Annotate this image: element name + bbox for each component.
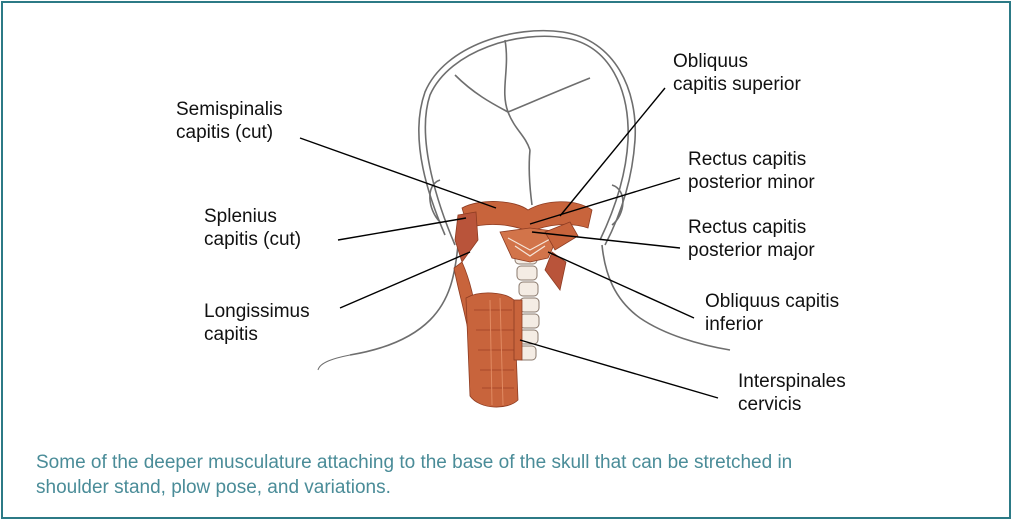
label-line: Splenius: [204, 205, 301, 228]
label-line: inferior: [705, 313, 839, 336]
label-line: posterior minor: [688, 171, 815, 194]
label-line: capitis superior: [673, 73, 801, 96]
caption-line: shoulder stand, plow pose, and variation…: [36, 475, 976, 500]
leader-splenius: [338, 218, 466, 240]
leader-longissimus: [340, 252, 470, 308]
label-line: cervicis: [738, 393, 846, 416]
label-longissimus-capitis: Longissimus capitis: [204, 300, 310, 346]
label-rectus-capitis-posterior-major: Rectus capitis posterior major: [688, 216, 815, 262]
caption-line: Some of the deeper musculature attaching…: [36, 450, 976, 475]
label-line: Semispinalis: [176, 98, 283, 121]
figure-caption: Some of the deeper musculature attaching…: [36, 450, 976, 500]
label-semispinalis-capitis: Semispinalis capitis (cut): [176, 98, 283, 144]
leader-obliquus-superior: [560, 88, 665, 216]
label-rectus-capitis-posterior-minor: Rectus capitis posterior minor: [688, 148, 815, 194]
leader-interspinales: [520, 340, 718, 398]
label-line: Rectus capitis: [688, 216, 815, 239]
label-line: Rectus capitis: [688, 148, 815, 171]
label-line: capitis (cut): [176, 121, 283, 144]
label-line: Obliquus capitis: [705, 290, 839, 313]
label-line: Obliquus: [673, 50, 801, 73]
label-interspinales-cervicis: Interspinales cervicis: [738, 370, 846, 416]
label-splenius-capitis: Splenius capitis (cut): [204, 205, 301, 251]
label-line: Longissimus: [204, 300, 310, 323]
label-line: Interspinales: [738, 370, 846, 393]
label-line: capitis (cut): [204, 228, 301, 251]
leader-rectus-minor: [530, 178, 680, 224]
leader-semispinalis: [300, 138, 496, 208]
leader-obliquus-inferior: [548, 252, 694, 318]
label-line: capitis: [204, 323, 310, 346]
label-obliquus-capitis-inferior: Obliquus capitis inferior: [705, 290, 839, 336]
label-line: posterior major: [688, 239, 815, 262]
label-obliquus-capitis-superior: Obliquus capitis superior: [673, 50, 801, 96]
